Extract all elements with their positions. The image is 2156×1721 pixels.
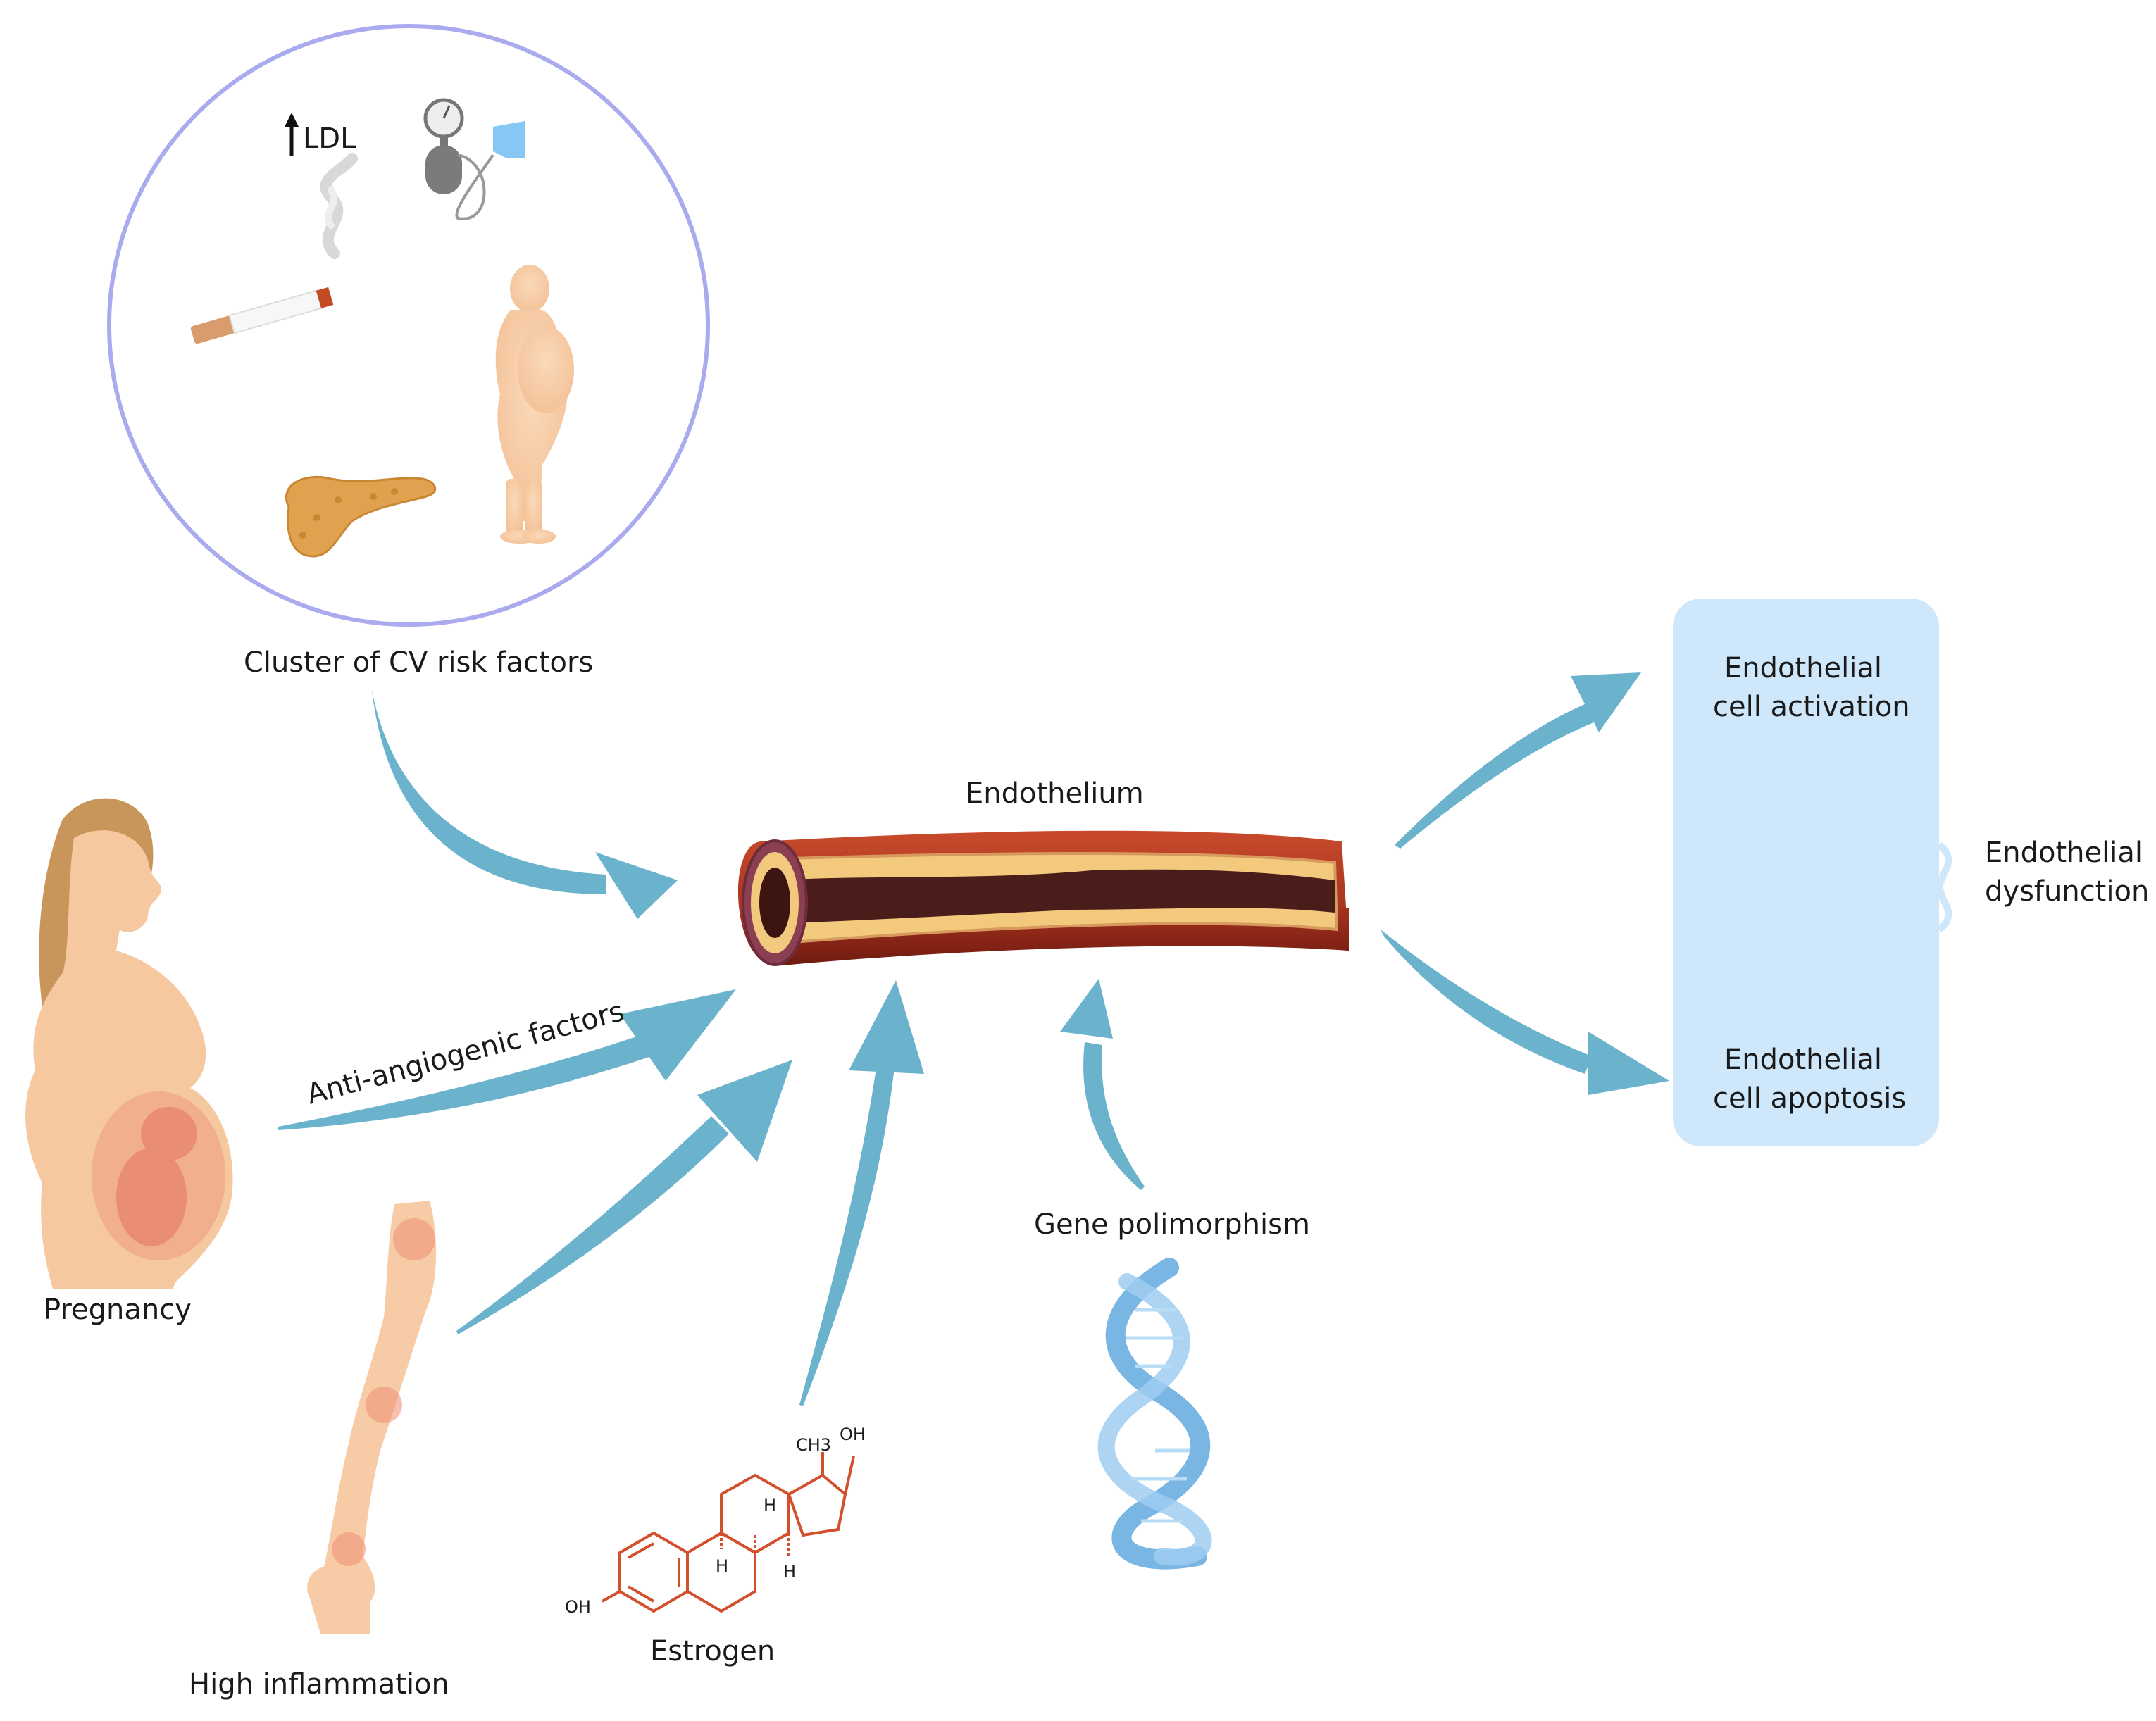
h-label-2: H [716,1556,728,1576]
blood-pressure-cuff-icon [423,98,525,220]
gene-label: Gene polimorphism [1034,1208,1310,1241]
dysfunction-label-line1: Endothelial [1985,837,2143,869]
blood-vessel-icon [737,830,1349,966]
cluster-circle [107,24,710,627]
risk-factor-cluster: LDL [107,24,710,679]
gene-arrow [1060,979,1145,1190]
h-label-3: H [783,1562,796,1582]
obese-person-icon [495,265,574,544]
apoptosis-label-line1: Endothelial [1724,1044,1882,1076]
activation-label-line1: Endothelial [1724,652,1882,684]
high-inflammation-label: High inflammation [189,1668,449,1701]
activation-arrow [1395,672,1641,849]
estrogen-label: Estrogen [650,1635,775,1667]
oh-top-label: OH [840,1425,866,1444]
h-label-1: H [764,1496,776,1515]
estrogen-atom-labels: CH3 OH OH H H H [565,1425,866,1617]
dysfunction-label-line2: dysfunction [1985,875,2149,908]
arm-icon [307,1201,437,1634]
outcome-box [1673,599,1939,1146]
apoptosis-label-line2: cell apoptosis [1713,1082,1906,1115]
outcome-arrows [1381,672,1669,1095]
pregnancy-label: Pregnancy [44,1294,192,1326]
pregnant-woman-icon [25,798,233,1289]
estrogen-molecule-icon [602,1452,855,1613]
endothelium-label: Endothelium [966,777,1144,810]
cluster-label: Cluster of CV risk factors [244,646,593,679]
inflammation-arrow [456,1060,792,1334]
activation-label-line2: cell activation [1713,691,1910,723]
apoptosis-arrow [1381,930,1669,1095]
estrogen-arrow [799,980,924,1406]
brace-icon [1935,841,1952,933]
anti-angiogenic-arrow [278,989,736,1130]
up-arrow-icon [285,113,299,156]
cluster-to-endothelium-arrow [372,690,678,919]
ch3-label: CH3 [796,1435,831,1455]
pancreas-icon [285,475,436,558]
oh-left-label: OH [565,1597,591,1617]
dna-helix-icon [1097,1258,1212,1570]
ldl-label: LDL [303,123,356,155]
cigarette-icon [190,153,358,344]
incoming-arrows [278,690,1145,1406]
